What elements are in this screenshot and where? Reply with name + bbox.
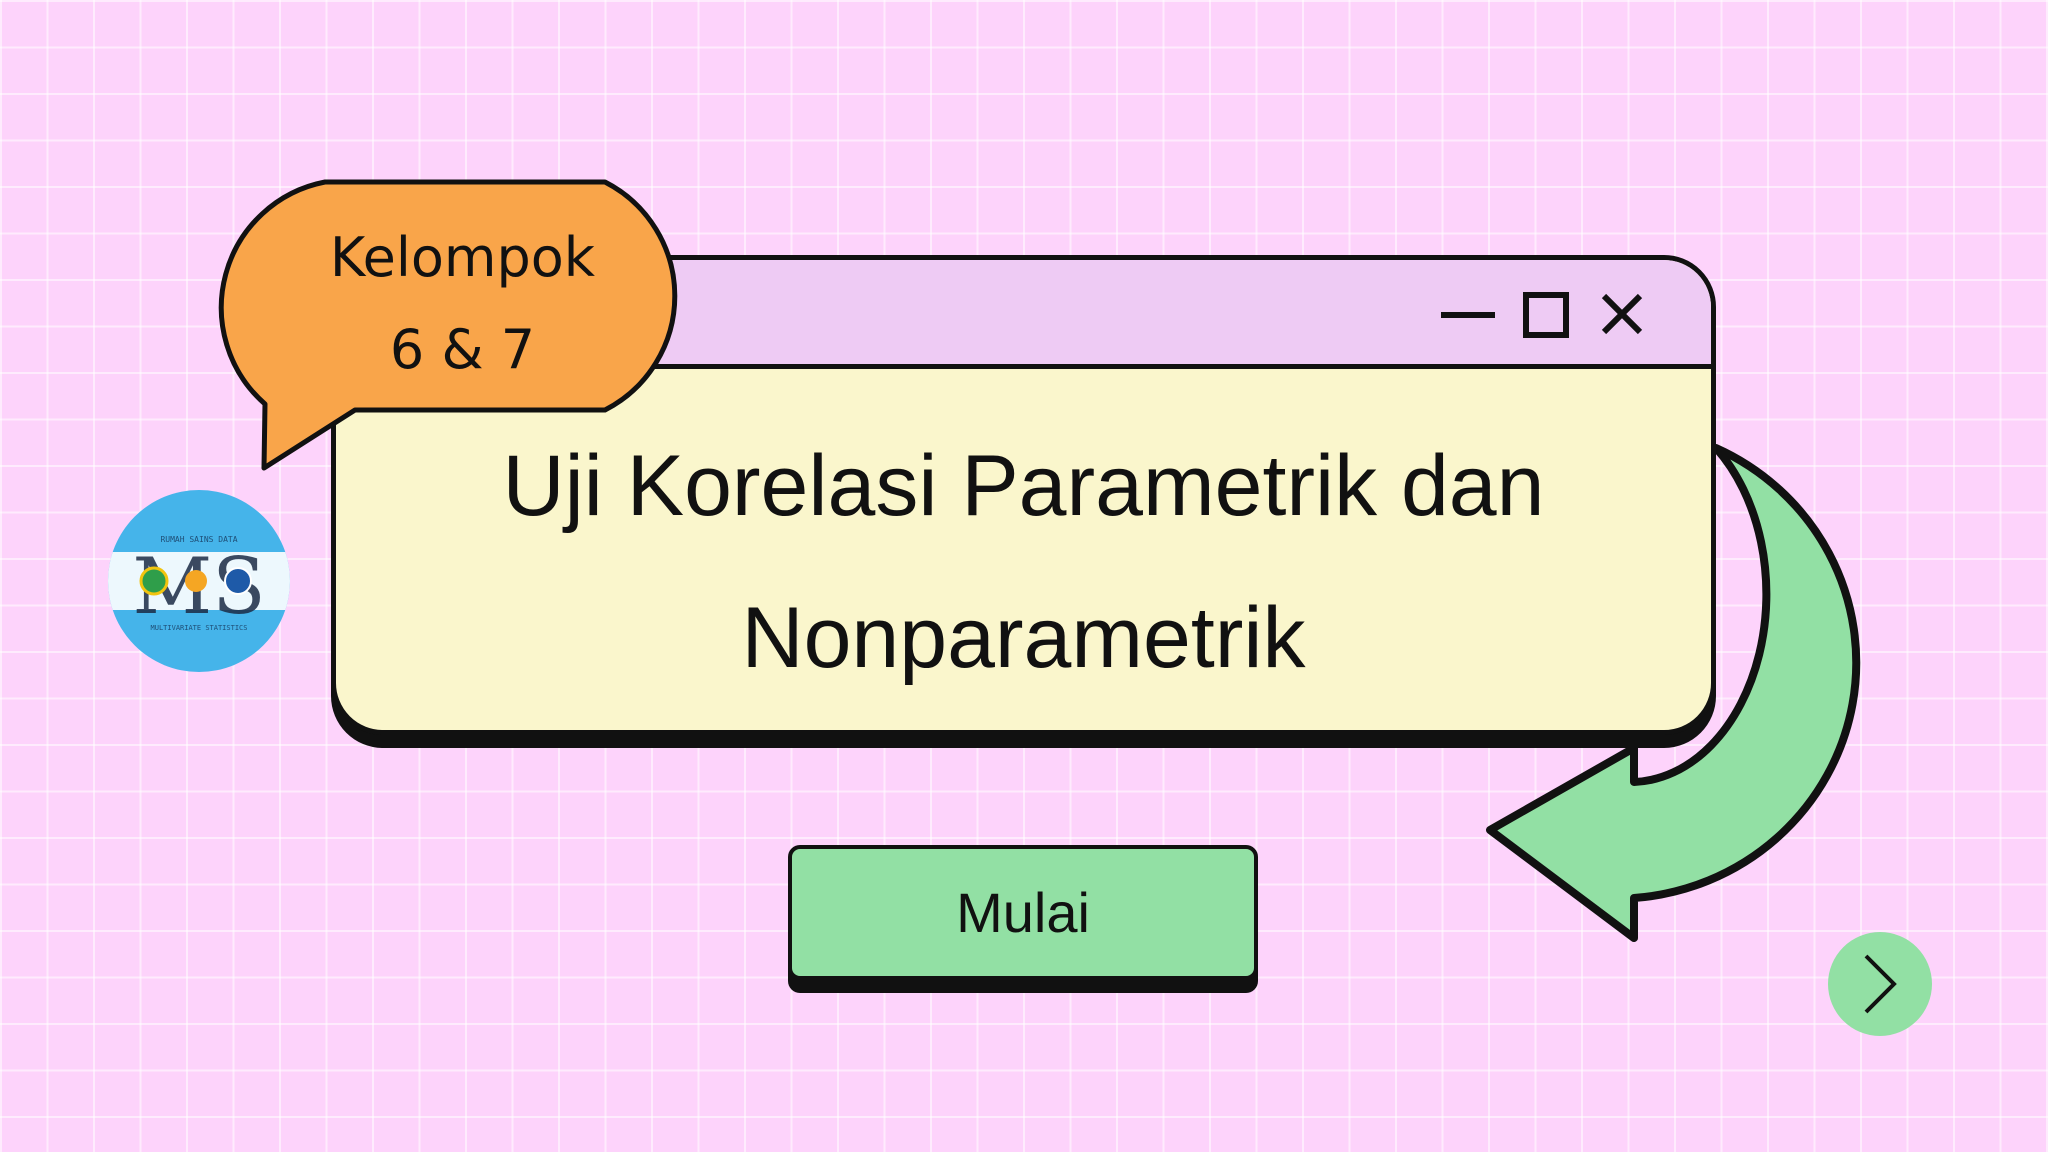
minimize-icon[interactable] xyxy=(1441,290,1495,340)
logo-bottom-text: MULTIVARIATE STATISTICS xyxy=(151,624,248,632)
next-slide-button[interactable] xyxy=(1828,932,1932,1036)
start-button[interactable]: Mulai xyxy=(788,845,1258,980)
page-title: Uji Korelasi Parametrik dan Nonparametri… xyxy=(502,438,1545,686)
close-icon[interactable] xyxy=(1598,290,1648,340)
chevron-right-icon xyxy=(1864,954,1897,1014)
logo-top-text: RUMAH SAINS DATA xyxy=(160,535,237,544)
maximize-icon[interactable] xyxy=(1521,290,1571,340)
group-label: Kelompok 6 & 7 xyxy=(329,226,596,381)
logo: RUMAH SAINS DATA MS MULTIVARIATE STATIST… xyxy=(108,490,290,672)
speech-bubble xyxy=(218,179,678,471)
